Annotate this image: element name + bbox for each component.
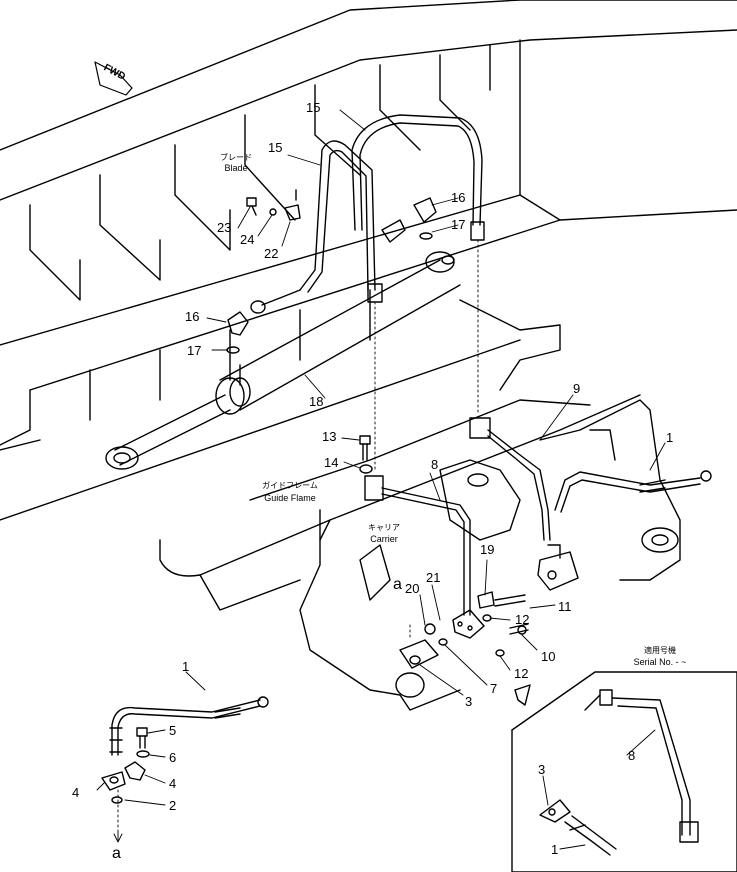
part-number-6: 6 xyxy=(169,750,177,765)
detail-view-a xyxy=(101,696,269,804)
part-number-3: 3 xyxy=(538,762,546,777)
part-number-1: 1 xyxy=(666,430,674,445)
part-number-23: 23 xyxy=(217,220,232,235)
blade-label-en: Blade xyxy=(224,163,248,173)
small-hardware xyxy=(246,189,373,474)
hose-15 xyxy=(250,114,485,314)
blade-label-jp: ブレード xyxy=(220,153,252,162)
part-number-21: 21 xyxy=(426,570,441,585)
part-number-22: 22 xyxy=(264,246,279,261)
guide-frame-label-jp: ガイドフレーム xyxy=(262,481,318,490)
view-marker-a-upper: a xyxy=(393,576,402,593)
part-number-8: 8 xyxy=(431,457,439,472)
part-number-16: 16 xyxy=(185,309,200,324)
part-number-9: 9 xyxy=(573,381,581,396)
part-number-12: 12 xyxy=(514,666,529,681)
part-number-4: 4 xyxy=(169,776,177,791)
guide-frame-and-carrier xyxy=(159,299,681,711)
flange-parts xyxy=(399,609,531,706)
part-number-15: 15 xyxy=(306,100,321,115)
part-number-8: 8 xyxy=(628,748,636,763)
leader-lines xyxy=(96,109,666,850)
part-number-18: 18 xyxy=(309,394,324,409)
part-number-10: 10 xyxy=(541,649,556,664)
part-number-3: 3 xyxy=(465,694,473,709)
part-number-24: 24 xyxy=(240,232,255,247)
carrier-label-jp: キャリア xyxy=(368,523,400,532)
part-number-17: 17 xyxy=(187,343,202,358)
part-number-17: 17 xyxy=(451,217,466,232)
part-number-14: 14 xyxy=(324,455,339,470)
part-number-2: 2 xyxy=(169,798,177,813)
valve-block-11 xyxy=(477,544,579,657)
blade-assembly xyxy=(0,0,737,521)
part-number-13: 13 xyxy=(322,429,337,444)
serial-inset xyxy=(511,671,737,872)
part-number-1: 1 xyxy=(182,659,190,674)
cylinder-18 xyxy=(105,251,461,470)
part-number-20: 20 xyxy=(405,581,420,596)
guide-frame-label-en: Guide Flame xyxy=(264,493,316,503)
part-number-5: 5 xyxy=(169,723,177,738)
part-number-19: 19 xyxy=(480,542,495,557)
part-number-16: 16 xyxy=(451,190,466,205)
part-number-12: 12 xyxy=(515,612,530,627)
part-number-11: 11 xyxy=(558,599,572,614)
carrier-label-en: Carrier xyxy=(370,534,398,544)
part-number-4: 4 xyxy=(72,785,80,800)
pipe-1-upper xyxy=(554,470,712,513)
steel-pipes xyxy=(364,417,551,616)
part-number-1: 1 xyxy=(551,842,559,857)
view-marker-a-lower: a xyxy=(112,845,121,862)
part-number-7: 7 xyxy=(490,681,498,696)
part-number-15: 15 xyxy=(268,140,283,155)
elbow-fittings xyxy=(226,197,437,354)
serial-label-jp: 適用号機 xyxy=(644,646,676,655)
serial-label-en: Serial No. - ~ xyxy=(633,657,687,667)
